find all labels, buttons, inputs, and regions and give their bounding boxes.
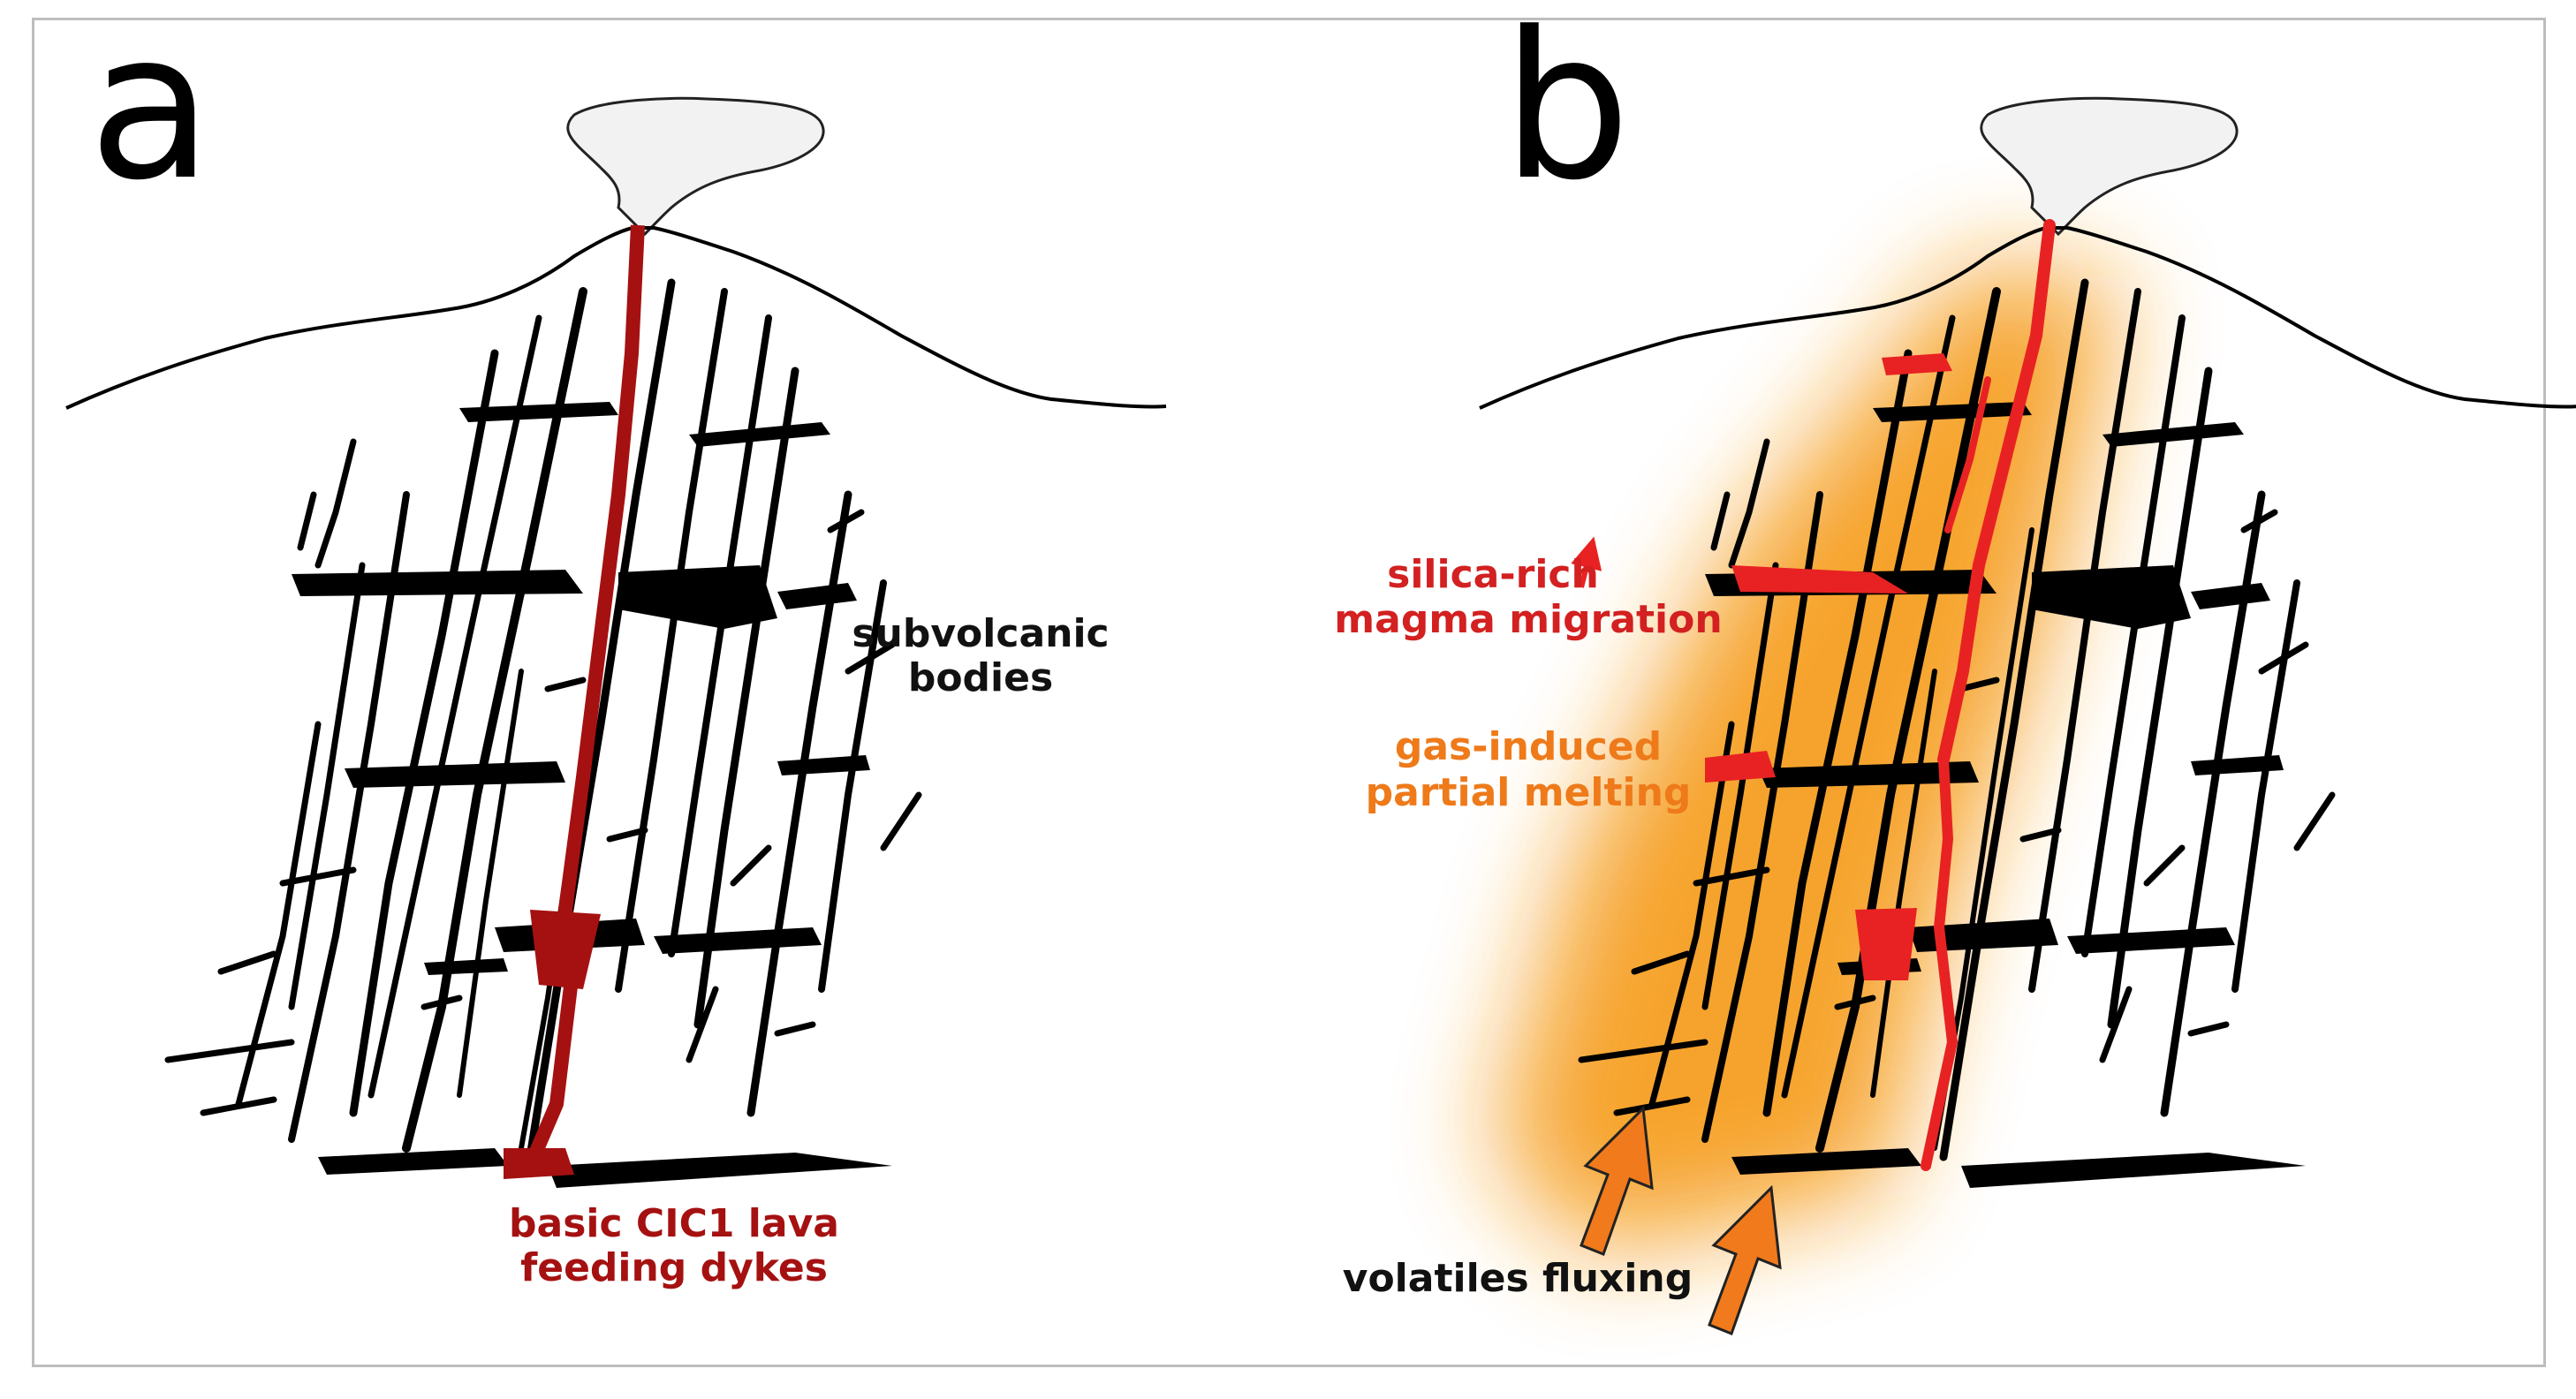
- partial-melting-glow: [1493, 265, 2120, 1254]
- volatiles-arrow-2: [1708, 1184, 1782, 1335]
- dyke-pocket: [530, 910, 601, 989]
- panel-a-letter: a: [88, 0, 213, 225]
- label-migration-2: magma migration: [1334, 597, 1722, 642]
- label-melting-2: partial melting: [1366, 770, 1692, 815]
- label-melting-1: gas-induced: [1395, 724, 1662, 769]
- dyke-base: [504, 1148, 574, 1179]
- label-migration-1: silica-rich: [1387, 552, 1599, 597]
- label-subvolcanic-1: subvolcanic: [852, 611, 1109, 656]
- label-feeding-2: feeding dykes: [520, 1245, 828, 1290]
- migration-arrow: [1571, 536, 1602, 588]
- label-volatiles: volatiles fluxing: [1343, 1256, 1693, 1301]
- volatiles-arrow-1: [1580, 1105, 1654, 1256]
- silica-rich-magma: [1921, 219, 2056, 1171]
- panel-a: a subvolcanic bodies basic CIC1 lava fee…: [66, 0, 1166, 1290]
- magma-sills: [1705, 353, 1952, 980]
- label-subvolcanic-2: bodies: [908, 655, 1053, 700]
- panel-b-letter: b: [1502, 0, 1631, 225]
- label-feeding-1: basic CIC1 lava: [509, 1201, 839, 1246]
- feeding-dyke: [523, 224, 645, 1169]
- panel-b: b silica-rich magma migration gas-induce…: [1334, 0, 2576, 1335]
